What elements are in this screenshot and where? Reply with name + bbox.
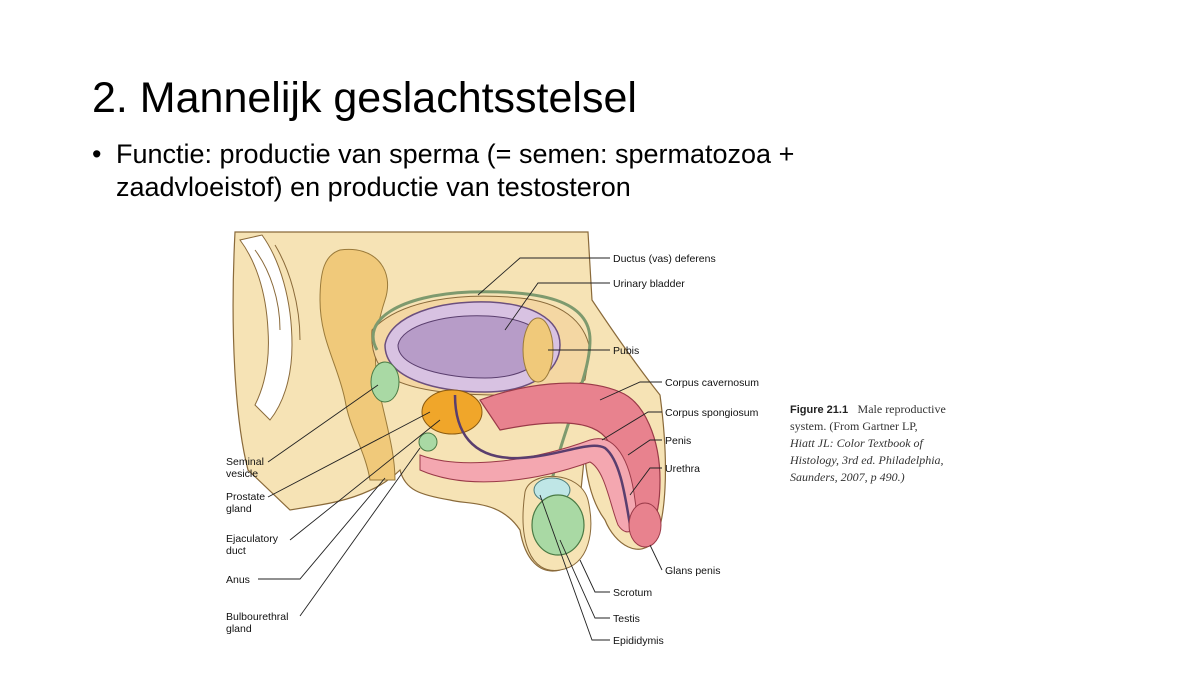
caption-text-1: Male reproductive	[858, 402, 946, 416]
sacrum-band-2	[274, 244, 301, 341]
label-urethra: Urethra	[665, 463, 700, 475]
leader-seminal	[267, 384, 379, 463]
slide-title: 2. Mannelijk geslachtsstelsel	[92, 74, 637, 122]
bulbourethral-gland	[418, 432, 438, 452]
seminal-vesicle	[370, 361, 400, 403]
leader-penis	[627, 439, 662, 456]
label-prostate-1: Prostate	[226, 491, 265, 503]
label-seminal-1: Seminal	[226, 456, 264, 468]
leader-scrotum	[579, 559, 610, 593]
caption-text-4: Histology, 3rd ed. Philadelphia,	[789, 453, 944, 467]
leader-epididymis	[539, 494, 610, 641]
caption-text-3: Hiatt JL: Color Textbook of	[789, 436, 925, 450]
label-scrotum: Scrotum	[613, 587, 652, 599]
label-prostate-2: gland	[226, 503, 252, 515]
leader-ejac	[289, 419, 441, 541]
label-bulbourethral-2: gland	[226, 623, 252, 635]
label-urinary-bladder: Urinary bladder	[613, 278, 685, 290]
label-anus: Anus	[226, 574, 250, 586]
bullet-line-2: zaadvloeistof) en productie van testoste…	[116, 172, 631, 202]
figure-caption-line-1: Figure 21.1 Male reproductive	[790, 400, 946, 417]
bullet-text: Functie: productie van sperma (= semen: …	[116, 138, 976, 204]
leader-ductus	[477, 257, 610, 296]
label-ejaculatory-1: Ejaculatory	[226, 533, 279, 545]
prostate-gland	[421, 389, 483, 435]
urethra-tube	[453, 394, 632, 526]
rectum-shape	[319, 248, 396, 481]
label-bulbourethral-1: Bulbourethral	[226, 611, 288, 623]
caption-text-2: system. (From Gartner LP,	[790, 419, 918, 433]
leader-bladder	[504, 282, 610, 331]
leader-spongiosum	[601, 411, 662, 441]
figure-number: Figure 21.1	[790, 404, 848, 416]
label-ductus-deferens: Ductus (vas) deferens	[613, 253, 716, 265]
label-pubis: Pubis	[613, 345, 639, 357]
leader-urethra	[629, 467, 662, 496]
bullet-symbol: •	[92, 139, 102, 169]
label-seminal-2: vesicle	[226, 468, 258, 480]
leader-bulbo	[299, 447, 421, 617]
caption-text-5: Saunders, 2007, p 490.)	[790, 470, 905, 484]
leader-testis	[559, 539, 610, 619]
label-testis: Testis	[613, 613, 640, 625]
glans-penis	[628, 502, 662, 548]
label-corpus-spongiosum: Corpus spongiosum	[665, 407, 759, 419]
label-ejaculatory-2: duct	[226, 545, 246, 557]
label-epididymis: Epididymis	[613, 635, 664, 647]
label-glans-penis: Glans penis	[665, 565, 720, 577]
sacrum-shape	[239, 234, 293, 421]
leader-prostate	[267, 411, 431, 498]
sacrum-band-1	[254, 249, 281, 331]
bullet-line-1: Functie: productie van sperma (= semen: …	[116, 139, 795, 169]
label-corpus-cavernosum: Corpus cavernosum	[665, 377, 759, 389]
label-penis: Penis	[665, 435, 691, 447]
leader-glans	[649, 544, 663, 571]
leader-cavernosum	[599, 381, 662, 401]
leader-anus	[258, 477, 386, 580]
